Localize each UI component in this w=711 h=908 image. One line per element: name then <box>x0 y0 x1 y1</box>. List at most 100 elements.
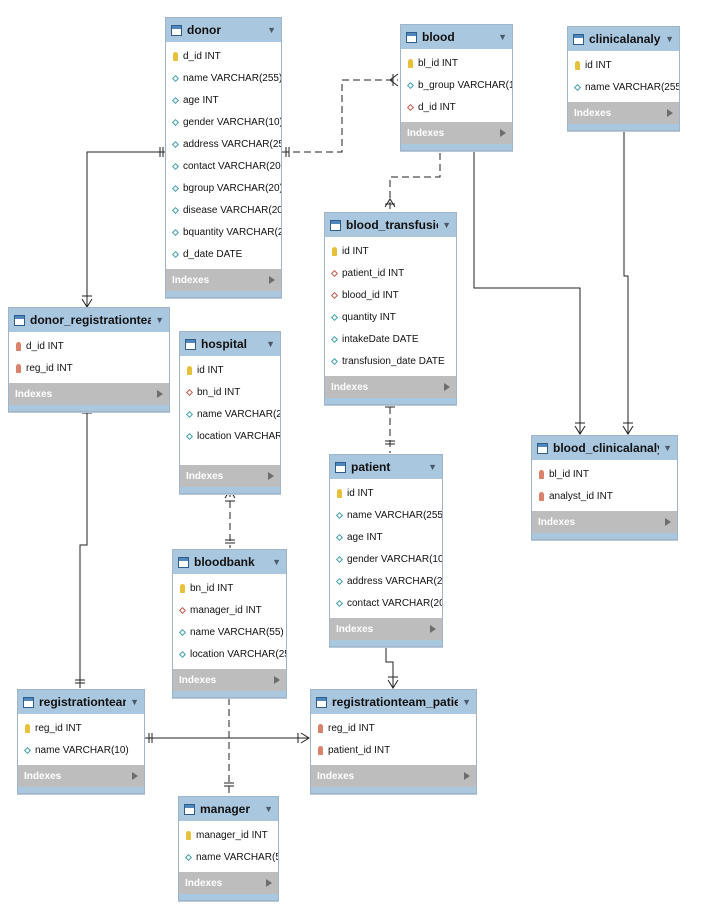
column-row[interactable]: location VARCHAR... <box>180 425 280 447</box>
foreign-key-icon <box>316 723 325 733</box>
indexes-bar[interactable]: Indexes <box>18 765 144 787</box>
indexes-bar[interactable]: Indexes <box>166 269 281 291</box>
column-row[interactable]: id INT <box>325 240 456 262</box>
table-header[interactable]: hospital ▼ <box>180 332 280 356</box>
indexes-bar[interactable]: Indexes <box>173 669 286 691</box>
chevron-down-icon[interactable]: ▼ <box>266 339 275 349</box>
chevron-down-icon[interactable]: ▼ <box>155 315 164 325</box>
column-row[interactable]: name VARCHAR(255) <box>568 76 679 98</box>
table-blood-clinicalanalyst[interactable]: blood_clinicalanalyst ▼ bl_id INT analyst… <box>531 435 678 540</box>
column-row[interactable]: analyst_id INT <box>532 485 677 507</box>
column-row[interactable]: transfusion_date DATE <box>325 350 456 372</box>
column-row[interactable]: reg_id INT <box>9 357 169 379</box>
column-row[interactable]: location VARCHAR(255) <box>173 643 286 665</box>
column-row[interactable]: name VARCHAR(255) <box>166 67 281 89</box>
column-row[interactable]: gender VARCHAR(10) <box>166 111 281 133</box>
column-row[interactable]: gender VARCHAR(10) <box>330 548 442 570</box>
table-header[interactable]: patient ▼ <box>330 455 442 479</box>
chevron-down-icon[interactable]: ▼ <box>663 443 672 453</box>
indexes-bar[interactable]: Indexes <box>311 765 476 787</box>
indexes-bar[interactable]: Indexes <box>330 618 442 640</box>
chevron-down-icon[interactable]: ▼ <box>264 804 273 814</box>
column-row[interactable]: disease VARCHAR(20) <box>166 199 281 221</box>
table-header[interactable]: clinicalanalyst ▼ <box>568 27 679 51</box>
column-row[interactable]: bl_id INT <box>401 52 512 74</box>
chevron-down-icon[interactable]: ▼ <box>428 462 437 472</box>
column-row[interactable]: age INT <box>166 89 281 111</box>
indexes-bar[interactable]: Indexes <box>401 122 512 144</box>
column-row[interactable]: name VARCHAR(10) <box>18 739 144 761</box>
table-donor-registrationteam[interactable]: donor_registrationteam ▼ d_id INTreg_id … <box>8 307 170 412</box>
chevron-down-icon[interactable]: ▼ <box>130 697 139 707</box>
column-row[interactable]: id INT <box>180 359 280 381</box>
indexes-bar[interactable]: Indexes <box>532 511 677 533</box>
column-row[interactable]: name VARCHAR(255) <box>330 504 442 526</box>
column-row[interactable]: contact VARCHAR(20) <box>330 592 442 614</box>
column-row[interactable]: reg_id INT <box>18 717 144 739</box>
column-row[interactable]: b_group VARCHAR(10) <box>401 74 512 96</box>
column-row[interactable]: name VARCHAR(55) <box>179 846 278 868</box>
column-row[interactable]: contact VARCHAR(20) <box>166 155 281 177</box>
column-row[interactable]: bn_id INT <box>180 381 280 403</box>
indexes-bar[interactable]: Indexes <box>179 872 278 894</box>
column-row[interactable]: reg_id INT <box>311 717 476 739</box>
table-header[interactable]: manager ▼ <box>179 797 278 821</box>
column-row[interactable]: bgroup VARCHAR(20) <box>166 177 281 199</box>
column-row[interactable]: d_date DATE <box>166 243 281 265</box>
column-row[interactable]: address VARCHAR(255) <box>166 133 281 155</box>
indexes-bar[interactable]: Indexes <box>180 465 280 487</box>
column-row[interactable]: id INT <box>330 482 442 504</box>
column-row[interactable]: manager_id INT <box>179 824 278 846</box>
chevron-down-icon[interactable]: ▼ <box>665 34 674 44</box>
table-header[interactable]: blood_transfusion ▼ <box>325 213 456 237</box>
column-row[interactable]: id INT <box>568 54 679 76</box>
column-label: bl_id INT <box>418 57 459 69</box>
table-header[interactable]: blood_clinicalanalyst ▼ <box>532 436 677 460</box>
table-header[interactable]: registrationteam_patient ▼ <box>311 690 476 714</box>
indexes-bar[interactable]: Indexes <box>325 376 456 398</box>
chevron-down-icon[interactable]: ▼ <box>272 557 281 567</box>
column-row[interactable]: bn_id INT <box>173 577 286 599</box>
table-header[interactable]: registrationteam ▼ <box>18 690 144 714</box>
chevron-down-icon[interactable]: ▼ <box>498 32 507 42</box>
column-row[interactable]: address VARCHAR(255) <box>330 570 442 592</box>
column-row[interactable]: patient_id INT <box>311 739 476 761</box>
chevron-down-icon[interactable]: ▼ <box>462 697 471 707</box>
table-header[interactable]: donor_registrationteam ▼ <box>9 308 169 332</box>
indexes-bar[interactable]: Indexes <box>9 383 169 405</box>
column-row[interactable]: manager_id INT <box>173 599 286 621</box>
column-row[interactable]: age INT <box>330 526 442 548</box>
column-label: quantity INT <box>342 311 396 323</box>
table-blood[interactable]: blood ▼ bl_id INT b_group VARCHAR(10)d_id… <box>400 24 513 151</box>
chevron-down-icon[interactable]: ▼ <box>267 25 276 35</box>
column-label: address VARCHAR(255) <box>183 138 281 150</box>
column-row[interactable]: patient_id INT <box>325 262 456 284</box>
column-row[interactable]: blood_id INT <box>325 284 456 306</box>
table-header[interactable]: bloodbank ▼ <box>173 550 286 574</box>
indexes-bar[interactable]: Indexes <box>568 102 679 124</box>
table-header[interactable]: blood ▼ <box>401 25 512 49</box>
column-row[interactable]: bl_id INT <box>532 463 677 485</box>
chevron-down-icon[interactable]: ▼ <box>442 220 451 230</box>
column-row[interactable]: quantity INT <box>325 306 456 328</box>
column-row[interactable]: d_id INT <box>9 335 169 357</box>
column-row[interactable]: name VARCHAR(2... <box>180 403 280 425</box>
foreign-key-icon <box>14 363 23 373</box>
column-label: bl_id INT <box>549 468 590 480</box>
column-row[interactable]: intakeDate DATE <box>325 328 456 350</box>
column-row[interactable]: d_id INT <box>166 45 281 67</box>
column-row[interactable]: name VARCHAR(55) <box>173 621 286 643</box>
column-row[interactable]: d_id INT <box>401 96 512 118</box>
column-row[interactable]: bquantity VARCHAR(20) <box>166 221 281 243</box>
table-header[interactable]: donor ▼ <box>166 18 281 42</box>
